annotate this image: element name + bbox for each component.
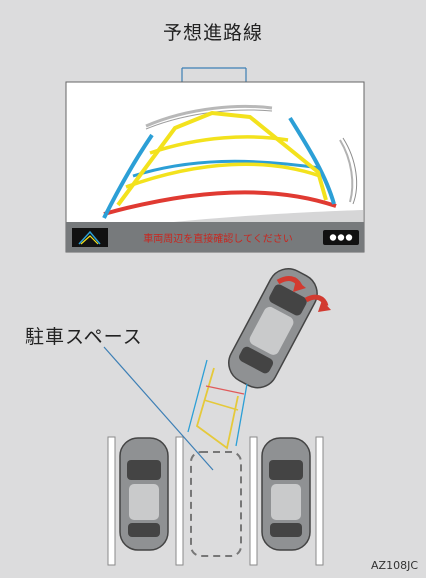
guide-line-red: [103, 190, 337, 216]
image-code: AZ108JC: [371, 559, 418, 572]
predicted-path-label: 予想進路線: [162, 22, 263, 44]
reversing-car: [228, 268, 318, 389]
parking-scene: [103, 268, 331, 566]
parking-space-label: 駐車スペース: [25, 326, 143, 348]
parked-car-right: [261, 437, 311, 551]
guide-line-blue-right: [288, 116, 336, 205]
parking-space-box: [190, 451, 242, 557]
camera-screen: 車両周辺を直接確認してください: [65, 81, 365, 253]
parking-space-leader: [103, 346, 214, 471]
camera-mode-icon: [323, 230, 359, 245]
projected-guide-lines: [187, 359, 248, 450]
parked-car-left: [119, 437, 169, 551]
guide-line-blue-left: [102, 133, 154, 219]
screen-message: 車両周辺を直接確認してください: [143, 232, 292, 245]
camera-view-icon: [72, 228, 108, 247]
